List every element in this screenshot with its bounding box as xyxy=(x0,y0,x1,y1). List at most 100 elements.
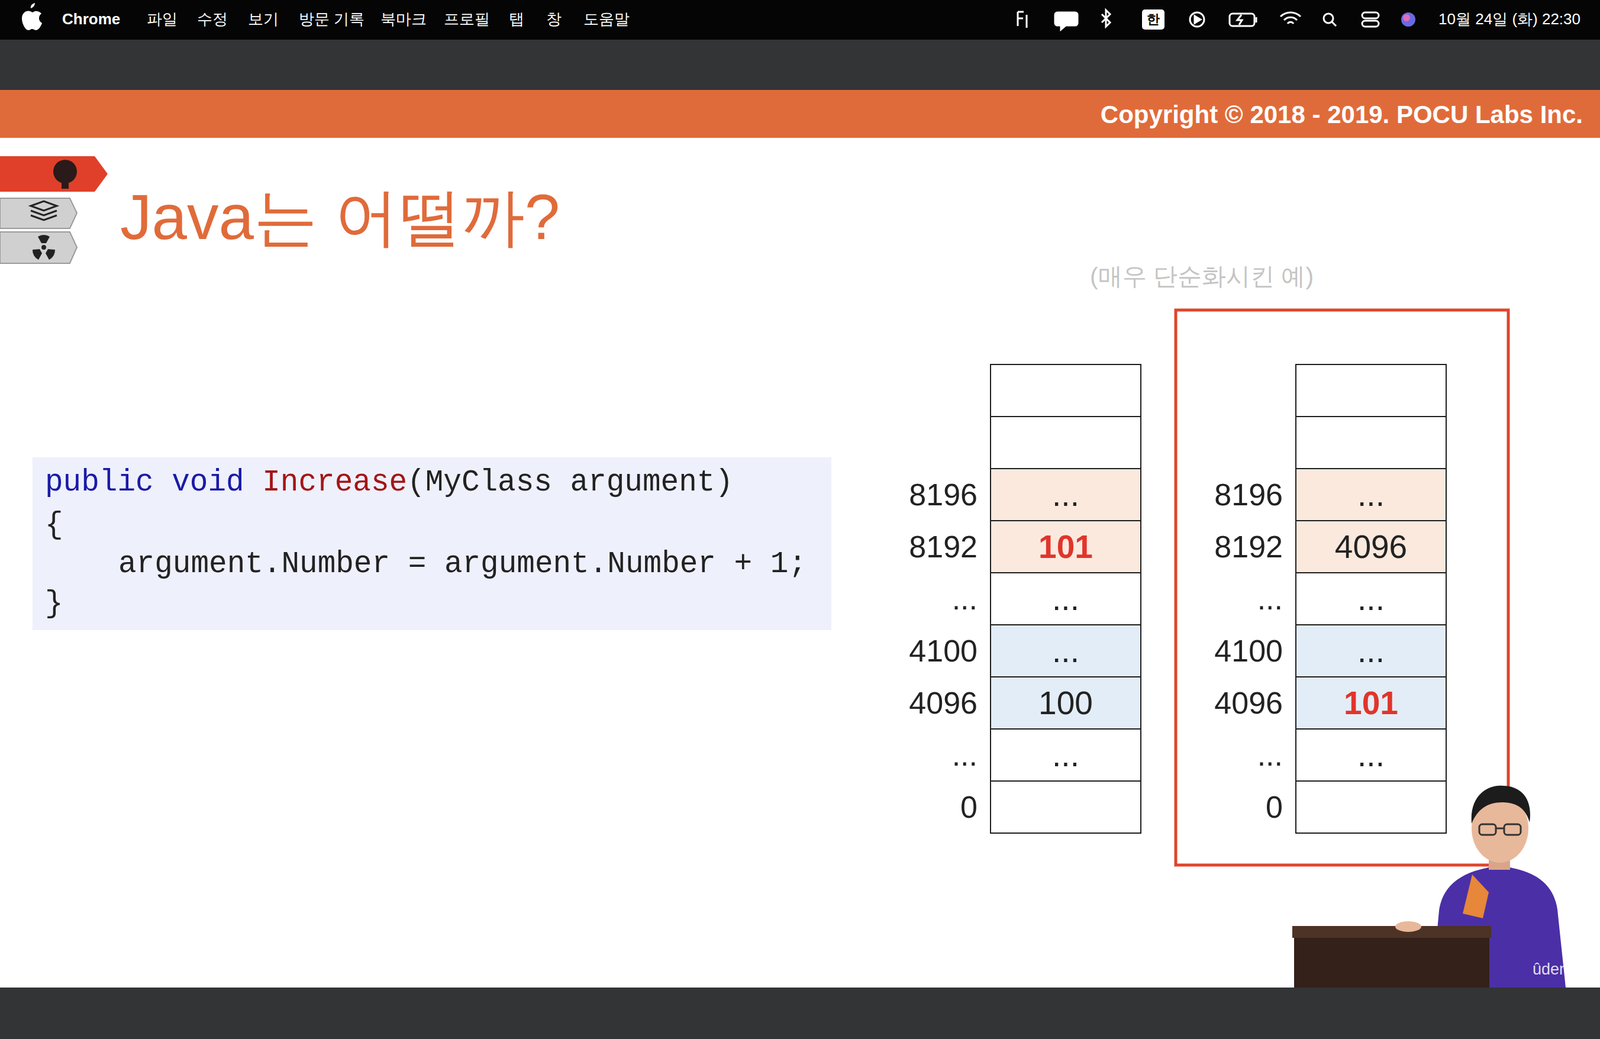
books-icon xyxy=(30,201,57,221)
memory-cell xyxy=(1295,676,1447,729)
memory-address: 4100 xyxy=(908,631,978,671)
menu-item: 보기 xyxy=(247,9,279,29)
menu-bar xyxy=(0,0,1600,40)
play-icon xyxy=(1189,12,1205,27)
memory-cell xyxy=(990,624,1141,677)
chat-icon xyxy=(1055,12,1078,30)
code-token: argument.Number = argument.Number + 1; xyxy=(118,547,807,582)
input-method: 한 xyxy=(1142,11,1165,28)
code-line: argument.Number = argument.Number + 1; xyxy=(118,546,807,583)
presenter-glasses xyxy=(1479,824,1521,835)
memory-value: 4096 xyxy=(1295,526,1447,568)
window-band xyxy=(0,987,1600,1039)
memory-cell xyxy=(990,781,1141,834)
menu-item: 북마크 xyxy=(380,9,427,29)
memory-cell xyxy=(990,676,1141,729)
memory-cell xyxy=(1295,468,1447,521)
brain-icon xyxy=(61,180,69,189)
brain-icon xyxy=(53,159,77,184)
memory-address: ... xyxy=(1257,736,1283,775)
window-band xyxy=(0,39,1600,91)
presenter-shirt-logo xyxy=(1462,874,1489,919)
clock: 10월 24일 (화) 22:30 xyxy=(1438,9,1581,29)
app-name: Chrome xyxy=(62,9,121,29)
memory-address: 8196 xyxy=(1214,475,1283,515)
menu-item: 도움말 xyxy=(583,9,630,29)
slide-title: Java는 어떨까? xyxy=(120,177,560,257)
memory-cell xyxy=(1295,728,1447,782)
memory-address: 4100 xyxy=(1214,631,1283,671)
memory-address: 8192 xyxy=(1214,527,1283,567)
memory-cell xyxy=(1295,416,1447,469)
menu-item: 방문 기록 xyxy=(298,9,365,29)
battery-icon xyxy=(1229,13,1255,27)
control-icon xyxy=(1362,12,1379,19)
memory-cell xyxy=(1295,624,1447,677)
menu-item: 창 xyxy=(546,9,562,29)
search-icon xyxy=(1323,13,1334,24)
books-icon xyxy=(30,201,57,221)
memory-cell xyxy=(1295,572,1447,625)
podium-top xyxy=(1292,926,1492,938)
memory-column xyxy=(990,364,1141,834)
memory-value: 100 xyxy=(990,682,1141,724)
presenter-glasses xyxy=(1504,824,1521,835)
watermark: ûdemy xyxy=(1532,959,1581,980)
podium xyxy=(1294,930,1490,988)
memory-cell xyxy=(990,468,1141,521)
presenter-hand xyxy=(1395,921,1422,932)
siri-icon xyxy=(1401,12,1416,27)
memory-address: ... xyxy=(952,579,978,619)
control-icon xyxy=(1362,20,1379,27)
memory-cell xyxy=(990,416,1141,469)
menu-item: 프로필 xyxy=(443,9,490,29)
status-icon xyxy=(1017,11,1027,28)
code-line: { xyxy=(44,507,64,544)
radiation-icon xyxy=(32,249,43,260)
memory-value: ... xyxy=(1295,578,1447,620)
memory-value: 101 xyxy=(1295,682,1447,724)
memory-value: ... xyxy=(1295,734,1447,776)
memory-cell xyxy=(990,572,1141,625)
memory-value: ... xyxy=(990,734,1141,776)
siri-icon xyxy=(1402,14,1411,22)
memory-address: 0 xyxy=(1265,788,1283,827)
input-method-box xyxy=(1142,9,1165,30)
bluetooth-icon xyxy=(1101,10,1111,27)
code-line: public voidIncrease(MyClass argument) xyxy=(44,465,734,501)
highlight-frame xyxy=(1175,310,1509,866)
code-token: } xyxy=(44,586,64,621)
memory-cell xyxy=(1295,520,1447,573)
memory-value: 101 xyxy=(990,526,1141,568)
memory-address: 4096 xyxy=(1214,684,1283,723)
side-tab xyxy=(0,198,77,229)
play-icon xyxy=(1194,15,1201,24)
copyright: Copyright © 2018 - 2019. POCU Labs Inc. xyxy=(1100,98,1583,131)
side-tab xyxy=(0,231,77,264)
memory-cell xyxy=(990,728,1141,782)
code-token: (MyClass argument) xyxy=(407,465,734,500)
menu-item: 파일 xyxy=(146,9,178,29)
subtitle-note: (매우 단순화시킨 예) xyxy=(1024,261,1380,292)
side-tab-active xyxy=(0,156,108,192)
memory-value: ... xyxy=(990,474,1141,516)
memory-column xyxy=(1295,364,1447,834)
memory-cell xyxy=(1295,364,1447,417)
presenter-glasses xyxy=(1495,827,1505,830)
search-icon xyxy=(1331,21,1337,27)
status-icons xyxy=(1017,10,1379,30)
code-line: } xyxy=(44,586,64,622)
memory-value: ... xyxy=(1295,474,1447,516)
wifi-icon xyxy=(1280,12,1301,24)
menu-item: 수정 xyxy=(197,9,228,29)
code-token: { xyxy=(44,508,64,543)
memory-value: ... xyxy=(1295,630,1447,672)
radiation-icon xyxy=(32,234,56,260)
memory-address: 8196 xyxy=(908,475,978,515)
code-box: public voidIncrease(MyClass argument) { ar… xyxy=(32,457,832,631)
memory-address: ... xyxy=(1257,579,1283,619)
memory-value: ... xyxy=(990,578,1141,620)
radiation-icon xyxy=(45,249,56,260)
code-token: Increase xyxy=(262,465,408,500)
apple-logo xyxy=(21,2,43,31)
